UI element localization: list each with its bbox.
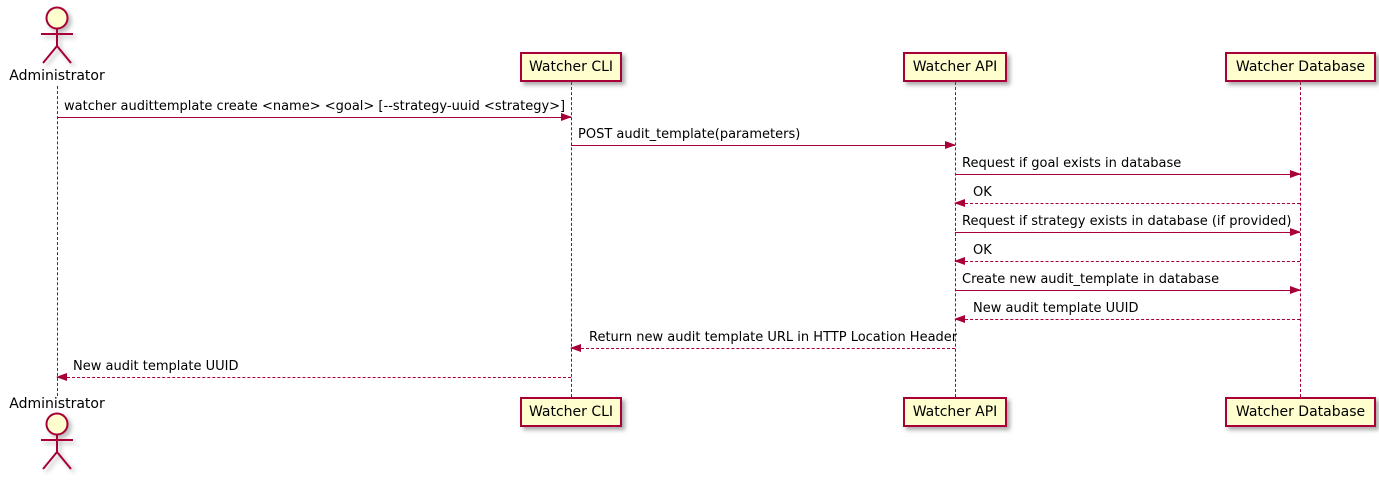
arrowhead-left-icon	[954, 199, 965, 207]
arrowhead-left-icon	[570, 344, 581, 352]
arrowhead-left-icon	[954, 315, 965, 323]
message-line	[955, 232, 1300, 233]
arrowhead-right-icon	[945, 141, 956, 149]
message-line	[571, 348, 955, 349]
participant-watcher-database-bottom: Watcher Database	[1225, 397, 1376, 427]
lifeline-watcher-database	[1300, 82, 1301, 397]
actor-label-administrator-top: Administrator	[9, 68, 105, 84]
message-label: New audit template UUID	[73, 359, 239, 374]
lifeline-watcher-cli	[571, 82, 572, 397]
message-line	[955, 290, 1300, 291]
participant-watcher-api-top: Watcher API	[903, 52, 1007, 82]
message-label: Create new audit_template in database	[962, 272, 1220, 287]
participant-watcher-database-top: Watcher Database	[1225, 52, 1376, 82]
message-line	[955, 203, 1300, 204]
message-label: Return new audit template URL in HTTP Lo…	[589, 330, 958, 345]
message-label: Request if goal exists in database	[962, 156, 1182, 171]
arrowhead-right-icon	[1290, 228, 1301, 236]
participant-watcher-cli-top: Watcher CLI	[520, 52, 622, 82]
arrowhead-right-icon	[561, 113, 572, 121]
participant-watcher-cli-bottom: Watcher CLI	[520, 397, 622, 427]
message-label: watcher audittemplate create <name> <goa…	[64, 99, 566, 114]
participant-watcher-api-bottom: Watcher API	[903, 397, 1007, 427]
message-line	[57, 377, 571, 378]
arrowhead-left-icon	[954, 257, 965, 265]
actor-icon	[34, 6, 80, 70]
message-line	[57, 117, 571, 118]
message-label: OK	[973, 185, 992, 200]
arrowhead-left-icon	[56, 373, 67, 381]
message-line	[955, 174, 1300, 175]
lifeline-watcher-api	[955, 82, 956, 397]
actor-label-administrator-bottom: Administrator	[9, 396, 105, 412]
message-label: Request if strategy exists in database (…	[962, 214, 1292, 229]
lifeline-administrator	[57, 86, 58, 396]
message-label: POST audit_template(parameters)	[578, 127, 801, 142]
message-line	[571, 145, 955, 146]
message-line	[955, 319, 1300, 320]
message-label: OK	[973, 243, 992, 258]
arrowhead-right-icon	[1290, 286, 1301, 294]
actor-icon	[34, 412, 80, 483]
message-line	[955, 261, 1300, 262]
arrowhead-right-icon	[1290, 170, 1301, 178]
message-label: New audit template UUID	[973, 301, 1139, 316]
